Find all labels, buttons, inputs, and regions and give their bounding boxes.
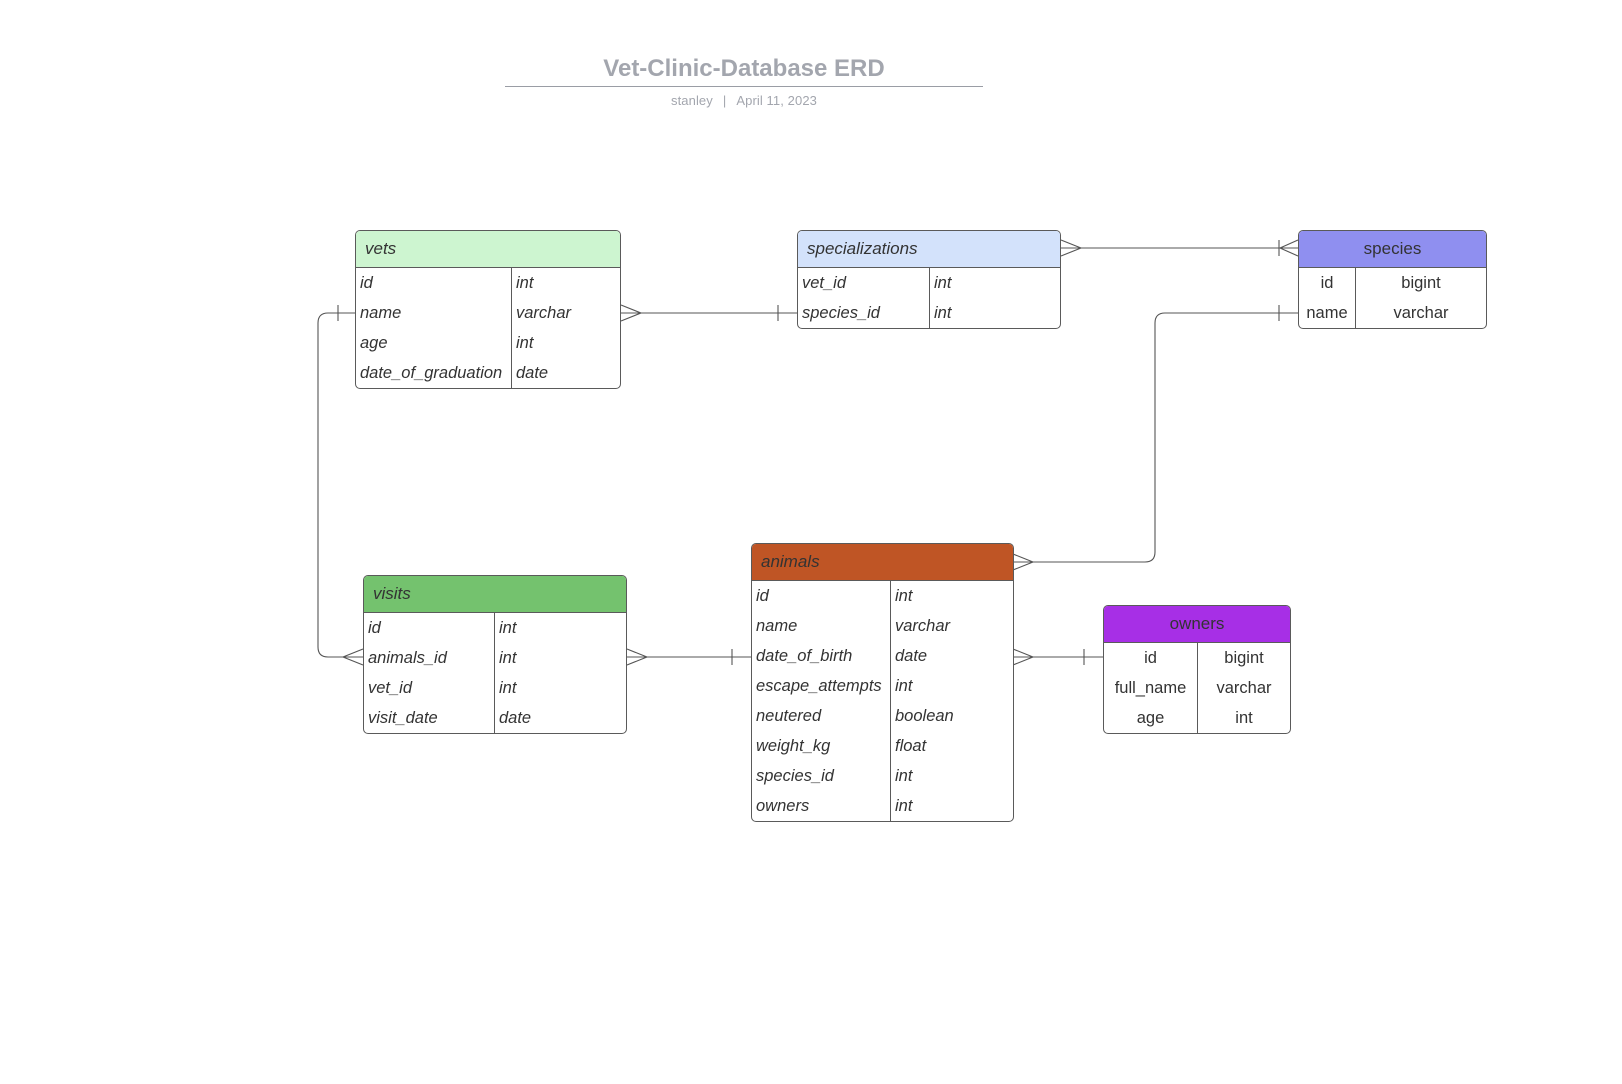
entity-species-header: species	[1299, 231, 1486, 268]
meta-separator: |	[722, 93, 727, 108]
field-type: boolean	[895, 707, 954, 725]
field-type: int	[934, 274, 952, 292]
field-name: age	[356, 328, 512, 358]
relation-animals-owners	[1012, 648, 1103, 666]
entity-species-fields: id bigint name varchar	[1299, 268, 1486, 328]
field-type: int	[895, 767, 913, 785]
field-name: id	[1104, 643, 1198, 673]
entity-visits-header: visits	[364, 576, 626, 613]
relation-specializations-species	[1060, 239, 1299, 257]
field-type: float	[895, 737, 927, 755]
field-name: escape_attempts	[752, 671, 891, 701]
field-type: varchar	[895, 617, 951, 635]
entity-animals-header: animals	[752, 544, 1013, 581]
field-name: vet_id	[364, 673, 495, 703]
field-name: name	[1299, 298, 1356, 328]
field-name: species_id	[752, 761, 891, 791]
entity-vets-header: vets	[356, 231, 620, 268]
field-type: date	[516, 364, 549, 382]
field-name: visit_date	[364, 703, 495, 733]
field-name: weight_kg	[752, 731, 891, 761]
author-label: stanley	[670, 93, 713, 108]
field-type: int	[895, 587, 913, 605]
date-label: April 11, 2023	[736, 93, 818, 108]
field-name: age	[1104, 703, 1198, 733]
field-name: animals_id	[364, 643, 495, 673]
field-type: varchar	[1393, 304, 1449, 322]
entity-owners-fields: id bigint full_name varchar age int	[1104, 643, 1290, 733]
field-type: varchar	[516, 304, 572, 322]
field-name: neutered	[752, 701, 891, 731]
field-row-species-id: id bigint	[1299, 268, 1486, 298]
field-type: varchar	[1216, 679, 1272, 697]
field-name: id	[752, 581, 891, 611]
field-name: name	[356, 298, 512, 328]
field-name: name	[752, 611, 891, 641]
relation-vets-specializations	[620, 304, 797, 322]
field-type: bigint	[1401, 274, 1441, 292]
field-name: owners	[752, 791, 891, 821]
field-name: id	[1299, 268, 1356, 298]
field-type: int	[516, 274, 534, 292]
diagram-title: Vet-Clinic-Database ERD	[505, 52, 983, 87]
diagram-header: Vet-Clinic-Database ERD stanley | April 11…	[505, 52, 983, 108]
field-name: vet_id	[798, 268, 930, 298]
field-type: int	[516, 334, 534, 352]
field-type: int	[499, 649, 517, 667]
field-name: full_name	[1104, 673, 1198, 703]
field-type: int	[499, 619, 517, 637]
entity-owners[interactable]: owners id bigint full_name varchar age int	[1103, 605, 1291, 734]
diagram-meta: stanley | April 11, 2023	[505, 93, 983, 108]
field-name: date_of_birth	[752, 641, 891, 671]
field-type: int	[895, 797, 913, 815]
field-name: species_id	[798, 298, 930, 328]
entity-specializations-header: specializations	[798, 231, 1060, 268]
field-name: date_of_graduation	[356, 358, 512, 388]
field-type: int	[499, 679, 517, 697]
field-name: id	[364, 613, 495, 643]
field-row-owners-id: id bigint	[1104, 643, 1290, 673]
entity-species[interactable]: species id bigint name varchar	[1298, 230, 1487, 329]
field-type: date	[499, 709, 532, 727]
field-type: int	[934, 304, 952, 322]
field-type: bigint	[1224, 649, 1264, 667]
entity-owners-header: owners	[1104, 606, 1290, 643]
relation-animals-species	[1012, 305, 1298, 571]
relation-visits-animals	[626, 648, 751, 666]
field-type: int	[1235, 709, 1253, 727]
field-name: id	[356, 268, 512, 298]
field-row-species-name: name varchar	[1299, 298, 1486, 328]
field-row-owners-age: age int	[1104, 703, 1290, 733]
field-type: date	[895, 647, 928, 665]
field-row-owners-full_name: full_name varchar	[1104, 673, 1290, 703]
field-type: int	[895, 677, 913, 695]
